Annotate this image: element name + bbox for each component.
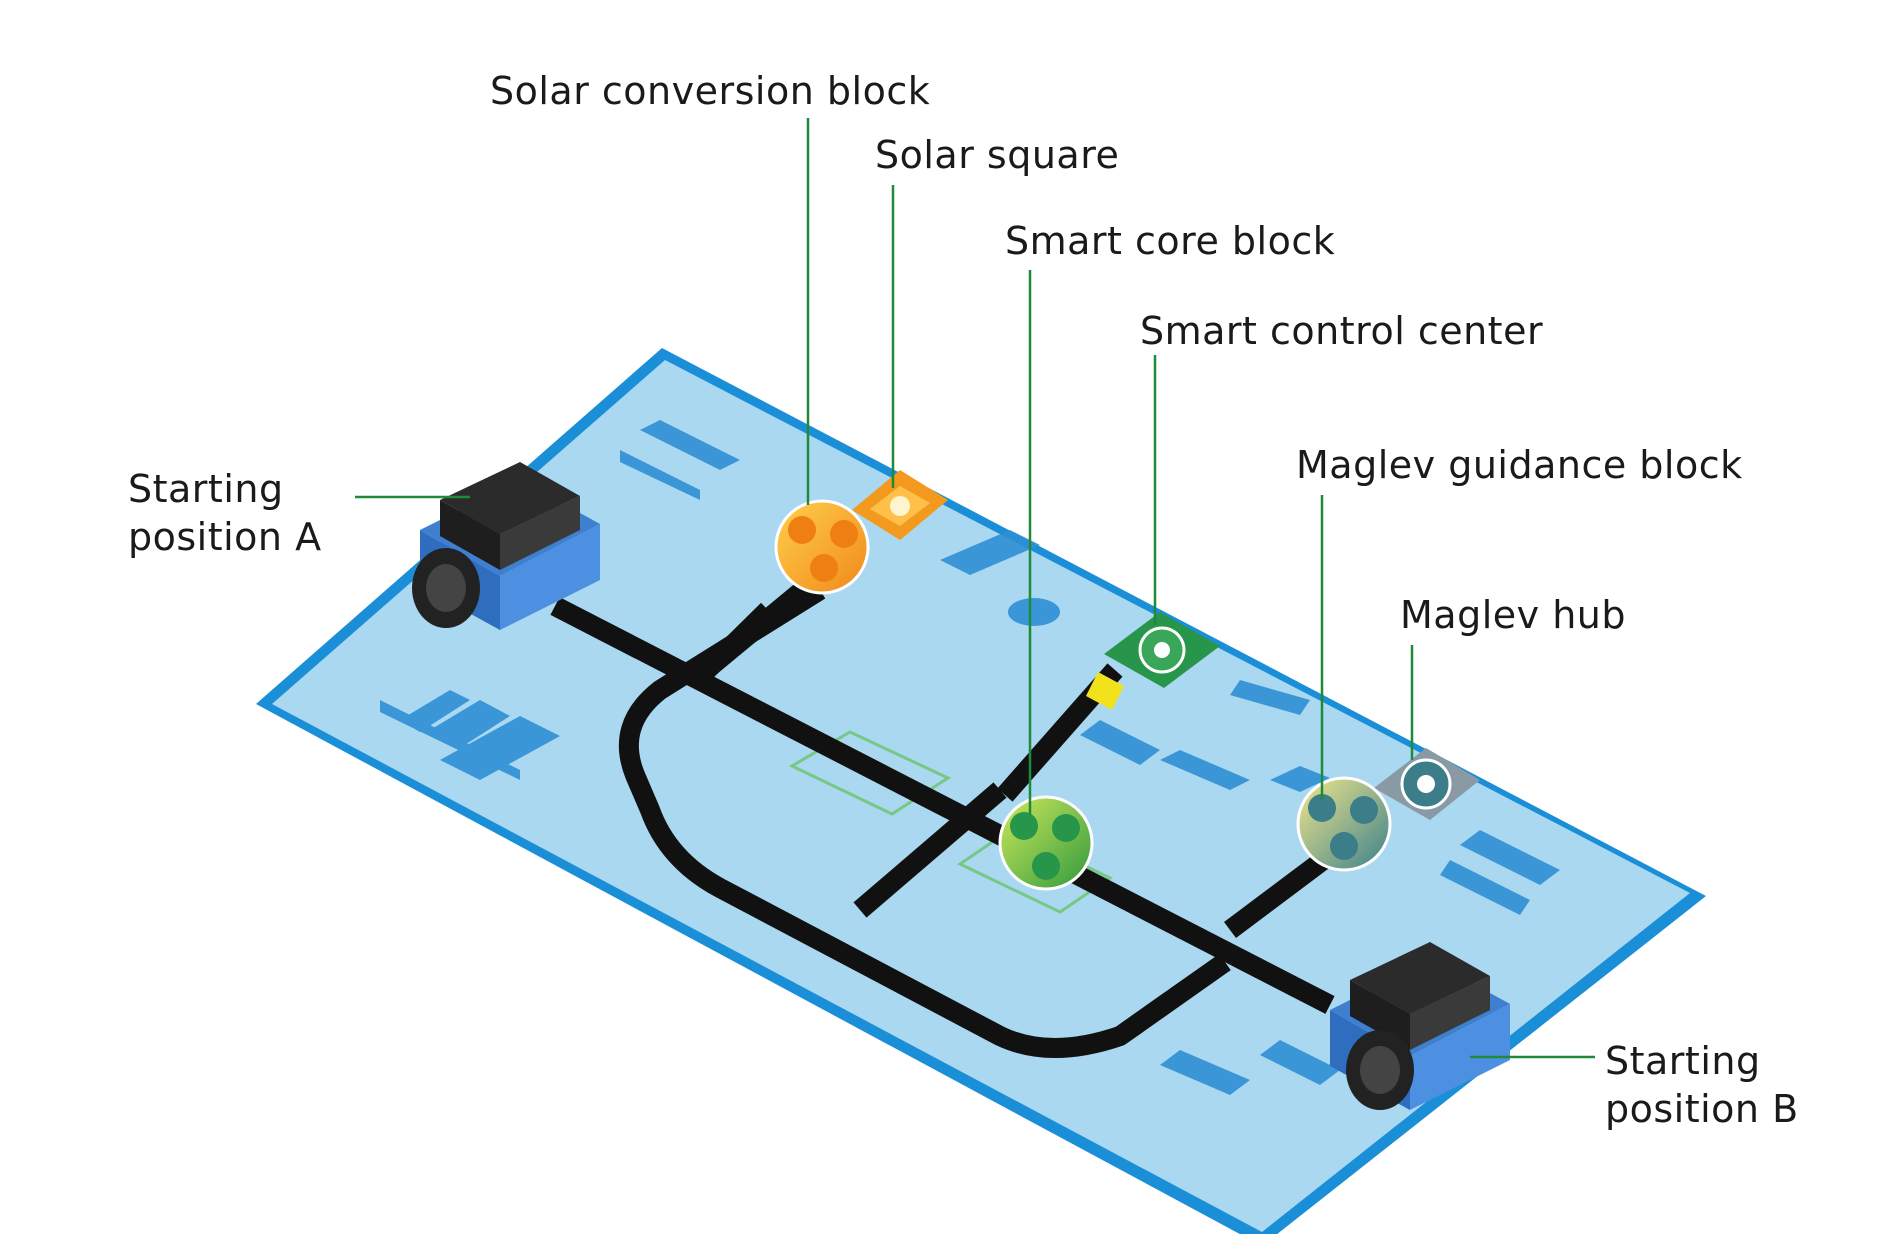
robot-a (412, 462, 600, 630)
solar-square (852, 470, 948, 540)
yellow-strip (1086, 672, 1124, 710)
track (550, 572, 1336, 1058)
track-cross-right (1224, 847, 1336, 938)
track-loop (618, 581, 1231, 1058)
label-maglev-hub: Maglev hub (1400, 593, 1626, 637)
label-starting-position-b: Starting position B (1605, 1038, 1799, 1133)
smart-control-center (1104, 612, 1220, 688)
solar-conversion-block (774, 499, 870, 595)
label-starting-position-a: Starting position A (128, 466, 322, 561)
label-starting-position-a-line1: Starting (128, 467, 284, 511)
maglev-hub (1374, 748, 1480, 820)
label-starting-position-a-line2: position A (128, 514, 322, 559)
label-solar-conversion-block: Solar conversion block (490, 69, 931, 113)
track-cross-mid (853, 782, 1007, 918)
map-decorations (380, 420, 1560, 1095)
maglev-guidance-block (1296, 776, 1392, 872)
smart-core-block (998, 795, 1094, 891)
label-starting-position-b-line2: position B (1605, 1086, 1799, 1131)
leader-lines (355, 118, 1595, 1059)
label-maglev-guidance-block: Maglev guidance block (1296, 443, 1743, 487)
label-solar-square: Solar square (875, 133, 1120, 177)
robot-b (1330, 942, 1510, 1110)
label-smart-core-block: Smart core block (1005, 219, 1336, 263)
label-smart-control-center: Smart control center (1140, 309, 1544, 353)
track-to-solar (697, 602, 776, 680)
label-starting-position-b-line1: Starting (1605, 1039, 1761, 1083)
